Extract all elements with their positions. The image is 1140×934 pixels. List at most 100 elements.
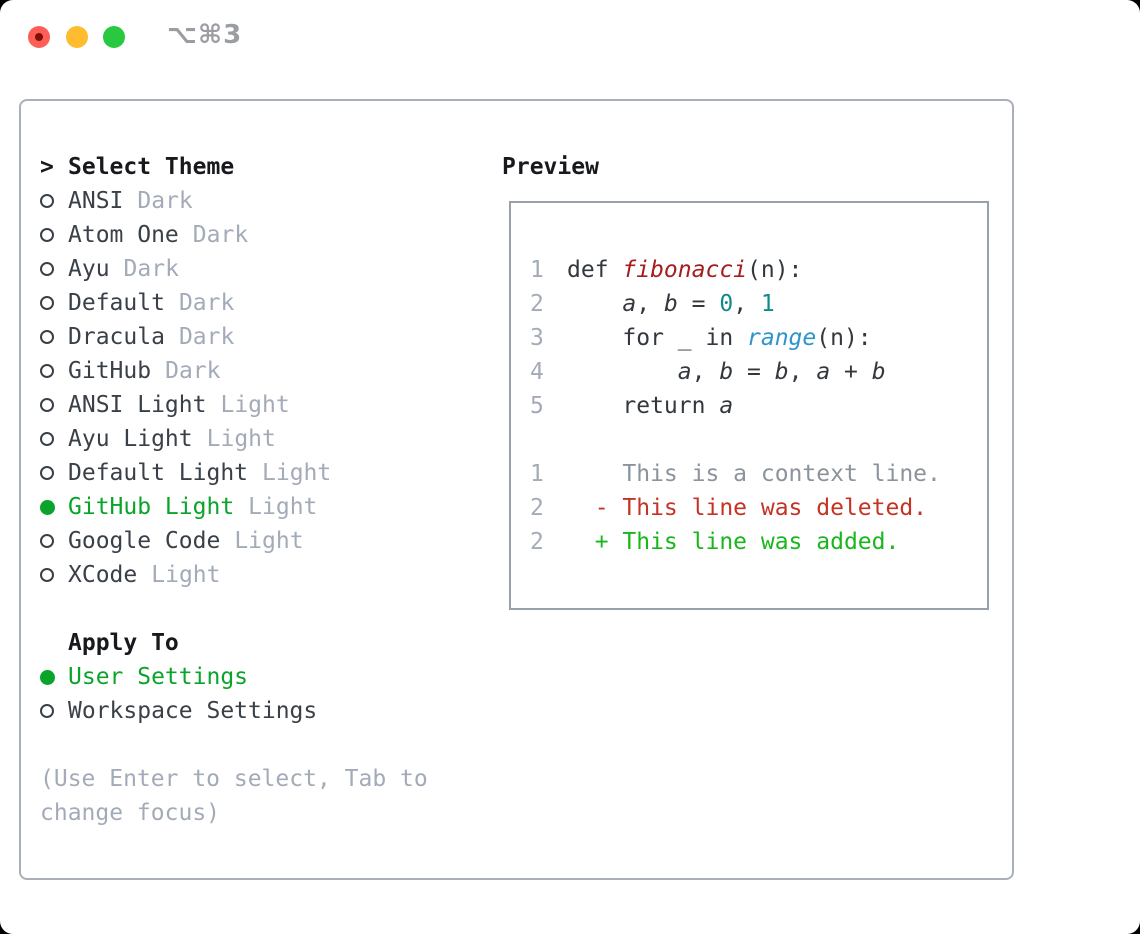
theme-name: Ayu [68, 256, 110, 282]
theme-item-google-code[interactable]: Google Code Light [40, 524, 485, 558]
radio-selected-icon [40, 499, 55, 515]
radio-icon [40, 432, 54, 446]
code-token-num: 1 [760, 291, 775, 317]
theme-item-github[interactable]: GitHub Dark [40, 354, 485, 388]
code-token-var: b [719, 359, 734, 385]
line-number: 2 [530, 291, 544, 317]
code-token-var: b [663, 291, 678, 317]
theme-variant-badge: Light [234, 528, 304, 554]
radio-icon [40, 568, 54, 582]
apply-option-workspace-settings[interactable]: Workspace Settings [40, 694, 485, 728]
keyboard-hint: (Use Enter to select, Tab to change focu… [40, 766, 428, 826]
theme-variant-badge: Light [206, 426, 276, 452]
line-number: 4 [530, 359, 544, 385]
code-token-builtin: range [747, 325, 817, 351]
code-token-context: This is a context line. [567, 461, 941, 487]
radio-icon [40, 262, 54, 276]
code-token-code: , [691, 359, 720, 385]
spacer [40, 728, 485, 762]
theme-name: Google Code [68, 528, 221, 554]
line-number: 2 [530, 529, 544, 555]
theme-name: GitHub [68, 358, 152, 384]
spacer [40, 592, 485, 626]
theme-item-xcode[interactable]: XCode Light [40, 558, 485, 592]
code-token-deleted: - This line was deleted. [567, 495, 928, 521]
theme-name: Ayu Light [68, 426, 193, 452]
apply-to-title: Apply To [68, 630, 179, 656]
code-line: 1 This is a context line. [530, 457, 987, 491]
code-token-var: a [816, 359, 831, 385]
code-token-code: = [733, 359, 775, 385]
code-token-code: + [830, 359, 872, 385]
code-token-code: , [788, 359, 817, 385]
code-token-var: a [677, 359, 692, 385]
code-token-var: b [774, 359, 789, 385]
theme-name: Default Light [68, 460, 249, 486]
radio-icon [40, 330, 54, 344]
code-token-code: (n): [816, 325, 872, 351]
minimize-button[interactable] [66, 26, 88, 48]
zoom-button[interactable] [103, 26, 125, 48]
titlebar: ⌥⌘3 [0, 0, 1140, 78]
selection-caret-icon: > [40, 154, 54, 180]
preview-title: Preview [502, 154, 599, 180]
theme-name: Default [68, 290, 165, 316]
code-line: 2 + This line was added. [530, 525, 987, 559]
close-button[interactable] [28, 26, 50, 48]
code-token-added: + This line was added. [567, 529, 900, 555]
theme-item-atom-one[interactable]: Atom One Dark [40, 218, 485, 252]
line-number: 3 [530, 325, 544, 351]
theme-name: ANSI [68, 188, 124, 214]
theme-name: Atom One [68, 222, 179, 248]
apply-option-label: Workspace Settings [68, 698, 318, 724]
radio-icon [40, 534, 54, 548]
radio-icon [40, 228, 54, 242]
code-line: 4 a, b = b, a + b [530, 355, 987, 389]
code-token-var: a [622, 291, 637, 317]
theme-variant-badge: Light [220, 392, 290, 418]
radio-icon [40, 296, 54, 310]
apply-option-label: User Settings [68, 664, 249, 690]
apply-option-user-settings[interactable]: User Settings [40, 660, 485, 694]
theme-name: XCode [68, 562, 138, 588]
theme-item-default-light[interactable]: Default Light Light [40, 456, 485, 490]
code-line: 3 for _ in range(n): [530, 321, 987, 355]
radio-icon [40, 398, 54, 412]
theme-item-ayu-light[interactable]: Ayu Light Light [40, 422, 485, 456]
code-token-code: for _ in [567, 325, 748, 351]
radio-icon [40, 466, 54, 480]
theme-picker-header: > Select Theme [40, 150, 485, 184]
window-shortcut-label: ⌥⌘3 [167, 20, 243, 50]
line-number: 1 [530, 257, 544, 283]
theme-variant-badge: Light [248, 494, 318, 520]
code-line: 2 - This line was deleted. [530, 491, 987, 525]
code-token-var: b [871, 359, 886, 385]
radio-icon [40, 364, 54, 378]
code-token-code [567, 291, 622, 317]
theme-variant-badge: Dark [165, 358, 221, 384]
code-token-var: a [719, 393, 734, 419]
theme-variant-badge: Dark [192, 222, 249, 248]
theme-variant-badge: Light [262, 460, 332, 486]
theme-variant-badge: Light [151, 562, 221, 588]
code-line: 2 a, b = 0, 1 [530, 287, 987, 321]
radio-icon [40, 194, 54, 208]
radio-icon [40, 704, 54, 718]
apply-to-header: Apply To [40, 626, 485, 660]
code-token-code: (n): [747, 257, 803, 283]
theme-variant-badge: Dark [178, 324, 235, 350]
code-token-num: 0 [719, 291, 734, 317]
